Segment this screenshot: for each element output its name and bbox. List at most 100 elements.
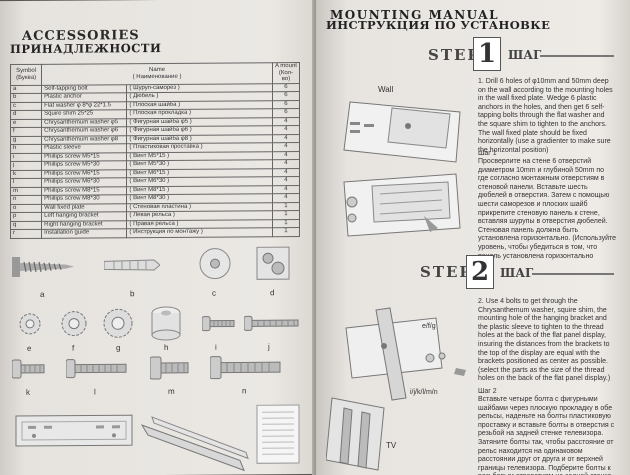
part-label-e: e bbox=[27, 343, 32, 353]
step2-text-ru: Вставьте четыре болта с фигурными шайбам… bbox=[478, 396, 615, 475]
part-label-f: f bbox=[72, 343, 75, 353]
table-cell-sym: e bbox=[10, 118, 42, 128]
phillips-screw-m8x15-icon bbox=[150, 356, 189, 380]
ijklmn-label: i/j/k/l/m/n bbox=[410, 389, 438, 396]
table-cell-amt: 1 bbox=[272, 202, 300, 211]
table-cell-sym: q bbox=[10, 220, 42, 230]
step1-text-ru-title: Шаг 1 bbox=[478, 150, 497, 157]
mounting-manual-subtitle: ИНСТРУКЦИЯ ПО УСТАНОВКЕ bbox=[326, 18, 551, 32]
table-cell-ru: ( Инструкция по монтажу ) bbox=[126, 227, 273, 238]
step1-word: STEP bbox=[428, 46, 481, 64]
table-cell-sym: o bbox=[10, 203, 42, 213]
wall-fixed-plate-icon bbox=[15, 414, 133, 447]
part-label-j: j bbox=[268, 342, 270, 352]
step2-number: 2 bbox=[466, 255, 494, 289]
step2-word: STEP bbox=[420, 263, 473, 281]
step2-text-en: 2. Use 4 bolts to get through the Chrysa… bbox=[478, 298, 611, 383]
hanging-bracket-icon bbox=[140, 416, 249, 472]
step1-text-en: 1. Drill 6 holes of φ10mm and 50mm deep … bbox=[478, 78, 613, 154]
step1-text-ru: Просверлите на стене 6 отверстий диаметр… bbox=[478, 158, 617, 260]
table-cell-amt: 4 bbox=[272, 159, 300, 169]
table-cell-amt: 4 bbox=[272, 168, 300, 177]
step2-text-ru-title: Шаг 2 bbox=[478, 388, 497, 395]
step2-divider bbox=[532, 273, 614, 275]
header-name: Name ( Наименование ) bbox=[41, 62, 273, 85]
phillips-screw-m8x30-icon bbox=[210, 356, 281, 380]
parts-table-header: Symbol (Буквa) Name ( Наименование ) A m… bbox=[10, 62, 300, 86]
table-cell-en: Chrysanthemum washer φ8 bbox=[41, 135, 127, 145]
chrysanthemum-washer-medium-icon bbox=[61, 311, 87, 337]
step1-wall-illustration: Wall bbox=[343, 85, 461, 237]
part-label-h: h bbox=[164, 342, 169, 352]
parts-illustrations: a b c d e f g bbox=[10, 244, 310, 475]
plastic-sleeve-icon bbox=[151, 306, 181, 341]
table-cell-amt: 4 bbox=[272, 185, 300, 194]
square-shim-icon bbox=[256, 246, 290, 280]
part-label-m: m bbox=[168, 386, 175, 396]
table-cell-sym: f bbox=[10, 127, 42, 137]
part-label-i: i bbox=[215, 342, 217, 352]
phillips-screw-m6x15-icon bbox=[12, 359, 45, 379]
accessories-subtitle: ПРИНАДЛЕЖНОСТИ bbox=[10, 40, 162, 57]
table-cell-amt: 6 bbox=[272, 100, 300, 109]
table-cell-sym: i bbox=[10, 152, 42, 162]
step2-bracket-illustration: e/f/g i/j/k/l/m/n TV bbox=[326, 307, 466, 471]
step1-divider bbox=[540, 55, 614, 57]
part-label-d: d bbox=[270, 288, 275, 298]
header-amount: A mount (Кол-во) bbox=[272, 62, 300, 84]
phillips-screw-m5x30-icon bbox=[244, 315, 299, 331]
table-cell-sym: a bbox=[10, 84, 42, 94]
table-cell-sym: p bbox=[10, 212, 42, 222]
part-label-g: g bbox=[116, 343, 121, 353]
header-symbol: Symbol (Буквa) bbox=[10, 64, 42, 86]
table-cell-amt: 4 bbox=[272, 142, 300, 152]
wall-label: Wall bbox=[378, 85, 393, 94]
table-cell-en: Chrysanthemum washer φ6 bbox=[41, 126, 127, 136]
table-cell-en: Chrysanthemum washer φ5 bbox=[41, 118, 127, 128]
table-cell-sym: l bbox=[10, 178, 42, 188]
table-cell-amt: 6 bbox=[272, 91, 300, 101]
plastic-anchor-icon bbox=[104, 259, 160, 271]
chrysanthemum-washer-small-icon bbox=[19, 313, 41, 335]
part-label-a: a bbox=[40, 289, 45, 299]
part-label-c: c bbox=[212, 288, 216, 298]
left-page: ACCESSORIES ПРИНАДЛЕЖНОСТИ Symbol (Буквa… bbox=[0, 0, 318, 475]
table-cell-sym: h bbox=[10, 144, 42, 154]
step1-ru: ШАГ bbox=[508, 48, 542, 62]
table-cell-amt: 4 bbox=[272, 193, 300, 203]
header-name-ru: ( Наименование ) bbox=[132, 73, 182, 80]
phillips-screw-m5x15-icon bbox=[202, 316, 235, 332]
installation-guide-icon bbox=[256, 404, 300, 464]
table-cell-sym: k bbox=[10, 169, 42, 179]
table-cell-amt: 4 bbox=[272, 176, 300, 186]
table-cell-amt: 1 bbox=[272, 227, 300, 237]
table-cell-sym: r bbox=[10, 229, 42, 239]
table-cell-amt: 6 bbox=[272, 83, 300, 92]
table-cell-amt: 1 bbox=[272, 219, 300, 228]
table-cell-sym: c bbox=[10, 101, 42, 111]
mounting-manual-title: MOUNTING MANUAL bbox=[330, 8, 500, 22]
table-cell-amt: 4 bbox=[272, 117, 300, 126]
table-cell-amt: 1 bbox=[272, 210, 300, 220]
step2-ru: ШАГ bbox=[500, 266, 534, 280]
part-label-n: n bbox=[242, 386, 247, 396]
part-label-l: l bbox=[94, 387, 96, 397]
right-page bbox=[316, 0, 630, 475]
table-cell-sym: g bbox=[10, 135, 42, 145]
table-cell-sym: j bbox=[10, 161, 42, 171]
chrysanthemum-washer-large-icon bbox=[103, 308, 133, 338]
table-cell-en: Installation guide bbox=[41, 228, 127, 238]
tv-label: TV bbox=[386, 441, 397, 450]
part-label-k: k bbox=[26, 387, 30, 397]
self-tapping-bolt-icon bbox=[12, 256, 74, 278]
flat-washer-icon bbox=[199, 248, 231, 280]
part-label-b: b bbox=[130, 289, 135, 299]
table-cell-amt: 4 bbox=[272, 151, 300, 160]
step1-number: 1 bbox=[473, 37, 501, 71]
table-cell-amt: 4 bbox=[272, 134, 300, 143]
table-cell-sym: b bbox=[10, 93, 42, 103]
table-cell-amt: 6 bbox=[272, 108, 300, 118]
table-cell-amt: 4 bbox=[272, 125, 300, 135]
phillips-screw-m6x30-icon bbox=[66, 359, 127, 379]
